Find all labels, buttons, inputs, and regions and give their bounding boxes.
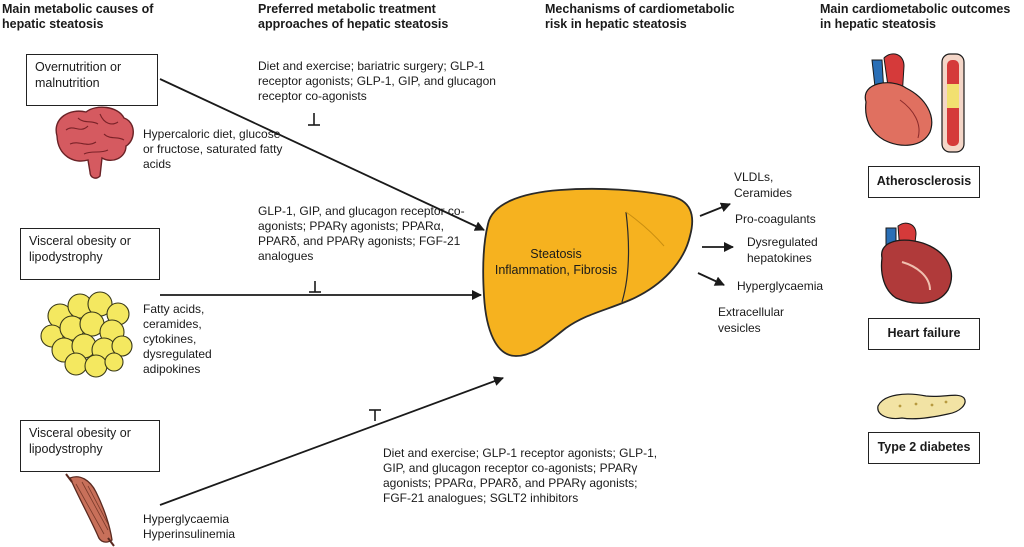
muscle-icon bbox=[65, 473, 115, 547]
cause-detail-3: Hyperglycaemia Hyperinsulinemia bbox=[143, 512, 236, 541]
pancreas-icon bbox=[877, 393, 966, 420]
mechanism-hyperglycaemia: Hyperglycaemia bbox=[737, 279, 824, 293]
treatment-text-2: GLP-1, GIP, and glucagon receptor co-ago… bbox=[258, 204, 465, 263]
mechanism-dysregulated: Dysregulated bbox=[747, 235, 818, 249]
outcome-type-2-diabetes: Type 2 diabetes bbox=[868, 432, 980, 464]
mechanism-vesicles: vesicles bbox=[718, 321, 761, 335]
mechanism-ceramides: Ceramides bbox=[734, 186, 793, 200]
mechanism-pro-coagulants: Pro-coagulants bbox=[735, 212, 816, 226]
brain-icon bbox=[55, 106, 134, 179]
outcome-heart-failure: Heart failure bbox=[868, 318, 980, 350]
cause-detail-1: Hypercaloric diet, glucose or fructose, … bbox=[143, 127, 283, 171]
inhibit-marker-2 bbox=[309, 281, 321, 293]
header-outcomes: Main cardiometabolic outcomes in hepatic… bbox=[820, 2, 1011, 31]
treatment-text-3: Diet and exercise; GLP-1 receptor agonis… bbox=[383, 446, 658, 505]
liver-label-2: Inflammation, Fibrosis bbox=[494, 263, 618, 277]
liver-label-1: Steatosis bbox=[530, 247, 582, 261]
inhibit-marker-3 bbox=[369, 409, 381, 421]
mechanism-hepatokines: hepatokines bbox=[747, 251, 812, 265]
adipose-tissue-icon bbox=[40, 291, 133, 378]
header-mechanisms: Mechanisms of cardiometabolic risk in he… bbox=[545, 2, 735, 31]
cause-detail-2: Fatty acids, ceramides, cytokines, dysre… bbox=[143, 302, 212, 376]
outcome-atherosclerosis: Atherosclerosis bbox=[868, 166, 980, 198]
heart-artery-icon bbox=[864, 53, 965, 153]
treatment-text-1: Diet and exercise; bariatric surgery; GL… bbox=[258, 59, 496, 103]
mechanism-vldls: VLDLs, bbox=[734, 170, 774, 184]
cause-box-2: Visceral obesity or lipodystrophy bbox=[20, 228, 160, 280]
inhibit-marker-1 bbox=[308, 113, 320, 126]
header-causes: Main metabolic causes of hepatic steatos… bbox=[2, 2, 154, 31]
arrow-mech-3 bbox=[697, 272, 725, 286]
arrow-mech-1 bbox=[699, 202, 731, 217]
arrow-cause-1 bbox=[159, 78, 485, 231]
cause-box-3: Visceral obesity or lipodystrophy bbox=[20, 420, 160, 472]
header-treatment: Preferred metabolic treatment approaches… bbox=[258, 2, 449, 31]
arrow-cause-3 bbox=[159, 376, 504, 506]
mechanism-extracellular: Extracellular bbox=[718, 305, 785, 319]
liver-icon bbox=[482, 187, 694, 357]
heart-failure-icon bbox=[880, 222, 953, 304]
cause-box-1: Overnutrition or malnutrition bbox=[26, 54, 158, 106]
